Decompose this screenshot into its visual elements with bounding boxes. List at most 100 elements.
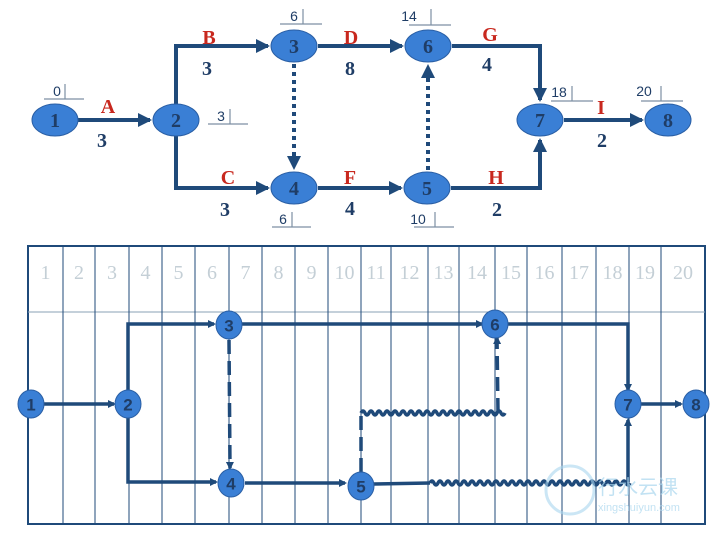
- node-circle: [614, 389, 642, 419]
- timescale-header-cell: 13: [434, 262, 454, 284]
- arrow-c: [174, 136, 270, 195]
- timescale-header-cell: 9: [307, 262, 317, 284]
- node-circle: [217, 468, 245, 498]
- node-label: 2: [123, 396, 132, 415]
- ts-node-8: 8: [682, 389, 710, 419]
- node-label: 5: [356, 478, 365, 497]
- timescale-header-cell: 1: [41, 262, 51, 284]
- node-time: 10: [410, 211, 426, 227]
- node-time: 18: [551, 84, 567, 100]
- node-time: 0: [53, 83, 61, 99]
- duration-label: 8: [345, 58, 355, 80]
- node-label: 6: [423, 36, 433, 58]
- node-label: 1: [26, 396, 35, 415]
- node-time: 20: [636, 83, 652, 99]
- node-8: 8: [644, 103, 692, 137]
- timescale-header-cell: 16: [535, 262, 555, 284]
- watermark-brand: 行水云课: [598, 476, 678, 499]
- activity-label: D: [344, 27, 358, 49]
- node-label: 4: [226, 475, 236, 494]
- watermark-url: xingshuiyun.com: [598, 502, 680, 514]
- node-label: 3: [224, 317, 233, 336]
- node-label: 4: [289, 178, 299, 200]
- node-label: 6: [490, 316, 499, 335]
- node-label: 3: [289, 36, 299, 58]
- node-circle: [682, 389, 710, 419]
- node-time: 6: [279, 211, 287, 227]
- timescale-header-cell: 10: [335, 262, 355, 284]
- dummy-arrow-3-4: [225, 339, 234, 470]
- arrow-5-h: [373, 481, 431, 486]
- activity-label: C: [221, 167, 235, 189]
- ts-node-4: 4: [217, 468, 245, 498]
- timescale-header-cell: 17: [569, 262, 589, 284]
- timescale-header-cell: 7: [241, 262, 251, 284]
- node-circle: [31, 103, 79, 137]
- free-float-wave-5-6: [359, 409, 507, 417]
- node-circle: [270, 171, 318, 205]
- grid-frame: [27, 245, 706, 525]
- node-circle: [516, 103, 564, 137]
- node-5: 5: [403, 171, 451, 205]
- node-circle: [404, 29, 452, 63]
- node-7: 7: [516, 103, 564, 137]
- node-circle: [270, 29, 318, 63]
- duration-label: 3: [220, 199, 230, 221]
- node-circle: [215, 310, 243, 340]
- node-time: 6: [290, 8, 298, 24]
- node-circle: [17, 389, 45, 419]
- node-2: 2: [152, 103, 200, 137]
- arrow-6-7: [508, 322, 632, 392]
- timescale-header-cell: 19: [635, 262, 655, 284]
- arrow-b: [174, 39, 270, 104]
- time-brackets: [44, 9, 683, 228]
- timescale-header-cell: 18: [603, 262, 623, 284]
- activity-label: H: [488, 167, 504, 189]
- ts-node-5: 5: [347, 471, 375, 501]
- activity-label: A: [101, 96, 116, 118]
- ts-node-1: 1: [17, 389, 45, 419]
- node-label: 5: [422, 178, 432, 200]
- timescale-header-cell: 5: [174, 262, 184, 284]
- duration-label: 2: [597, 130, 607, 152]
- timescale-header-cell: 15: [501, 262, 521, 284]
- arrow-2-3: [126, 320, 216, 390]
- activity-label: F: [344, 167, 356, 189]
- duration-label: 4: [345, 198, 355, 220]
- node-circle: [481, 309, 509, 339]
- node-4: 4: [270, 171, 318, 205]
- node-circle: [644, 103, 692, 137]
- arrow-h: [451, 138, 547, 190]
- ts-node-2: 2: [114, 389, 142, 419]
- node-6: 6: [404, 29, 452, 63]
- duration-label: 3: [202, 58, 212, 80]
- timescale-header-cell: 14: [467, 262, 487, 284]
- node-1: 1: [31, 103, 79, 137]
- node-circle: [152, 103, 200, 137]
- timescale-header-cell: 12: [400, 262, 420, 284]
- node-label: 8: [663, 110, 673, 132]
- node-label: 8: [691, 396, 700, 415]
- node-label: 7: [535, 110, 545, 132]
- duration-label: 2: [492, 199, 502, 221]
- node-time: 3: [217, 108, 225, 124]
- timescale-header-cell: 20: [673, 262, 693, 284]
- activity-label: G: [482, 24, 498, 46]
- timescale-header-cell: 3: [107, 262, 117, 284]
- node-label: 1: [50, 110, 60, 132]
- node-label: 2: [171, 110, 181, 132]
- activity-label: B: [202, 27, 215, 49]
- activity-on-arrow-network: A 3 B 3 C 3 D 8 F 4 G 4 H 2 I 2 0 3 6 6 …: [31, 8, 692, 228]
- node-circle: [403, 171, 451, 205]
- duration-label: 4: [482, 54, 492, 76]
- timescale-header-cell: 4: [141, 262, 151, 284]
- watermark: 行水云课 xingshuiyun.com: [544, 464, 680, 516]
- node-time: 14: [401, 8, 417, 24]
- ts-node-7: 7: [614, 389, 642, 419]
- free-float-wave-5-7: [428, 479, 632, 487]
- arrow-g: [452, 44, 547, 102]
- node-circle: [347, 471, 375, 501]
- timescale-header-cell: 11: [366, 262, 385, 284]
